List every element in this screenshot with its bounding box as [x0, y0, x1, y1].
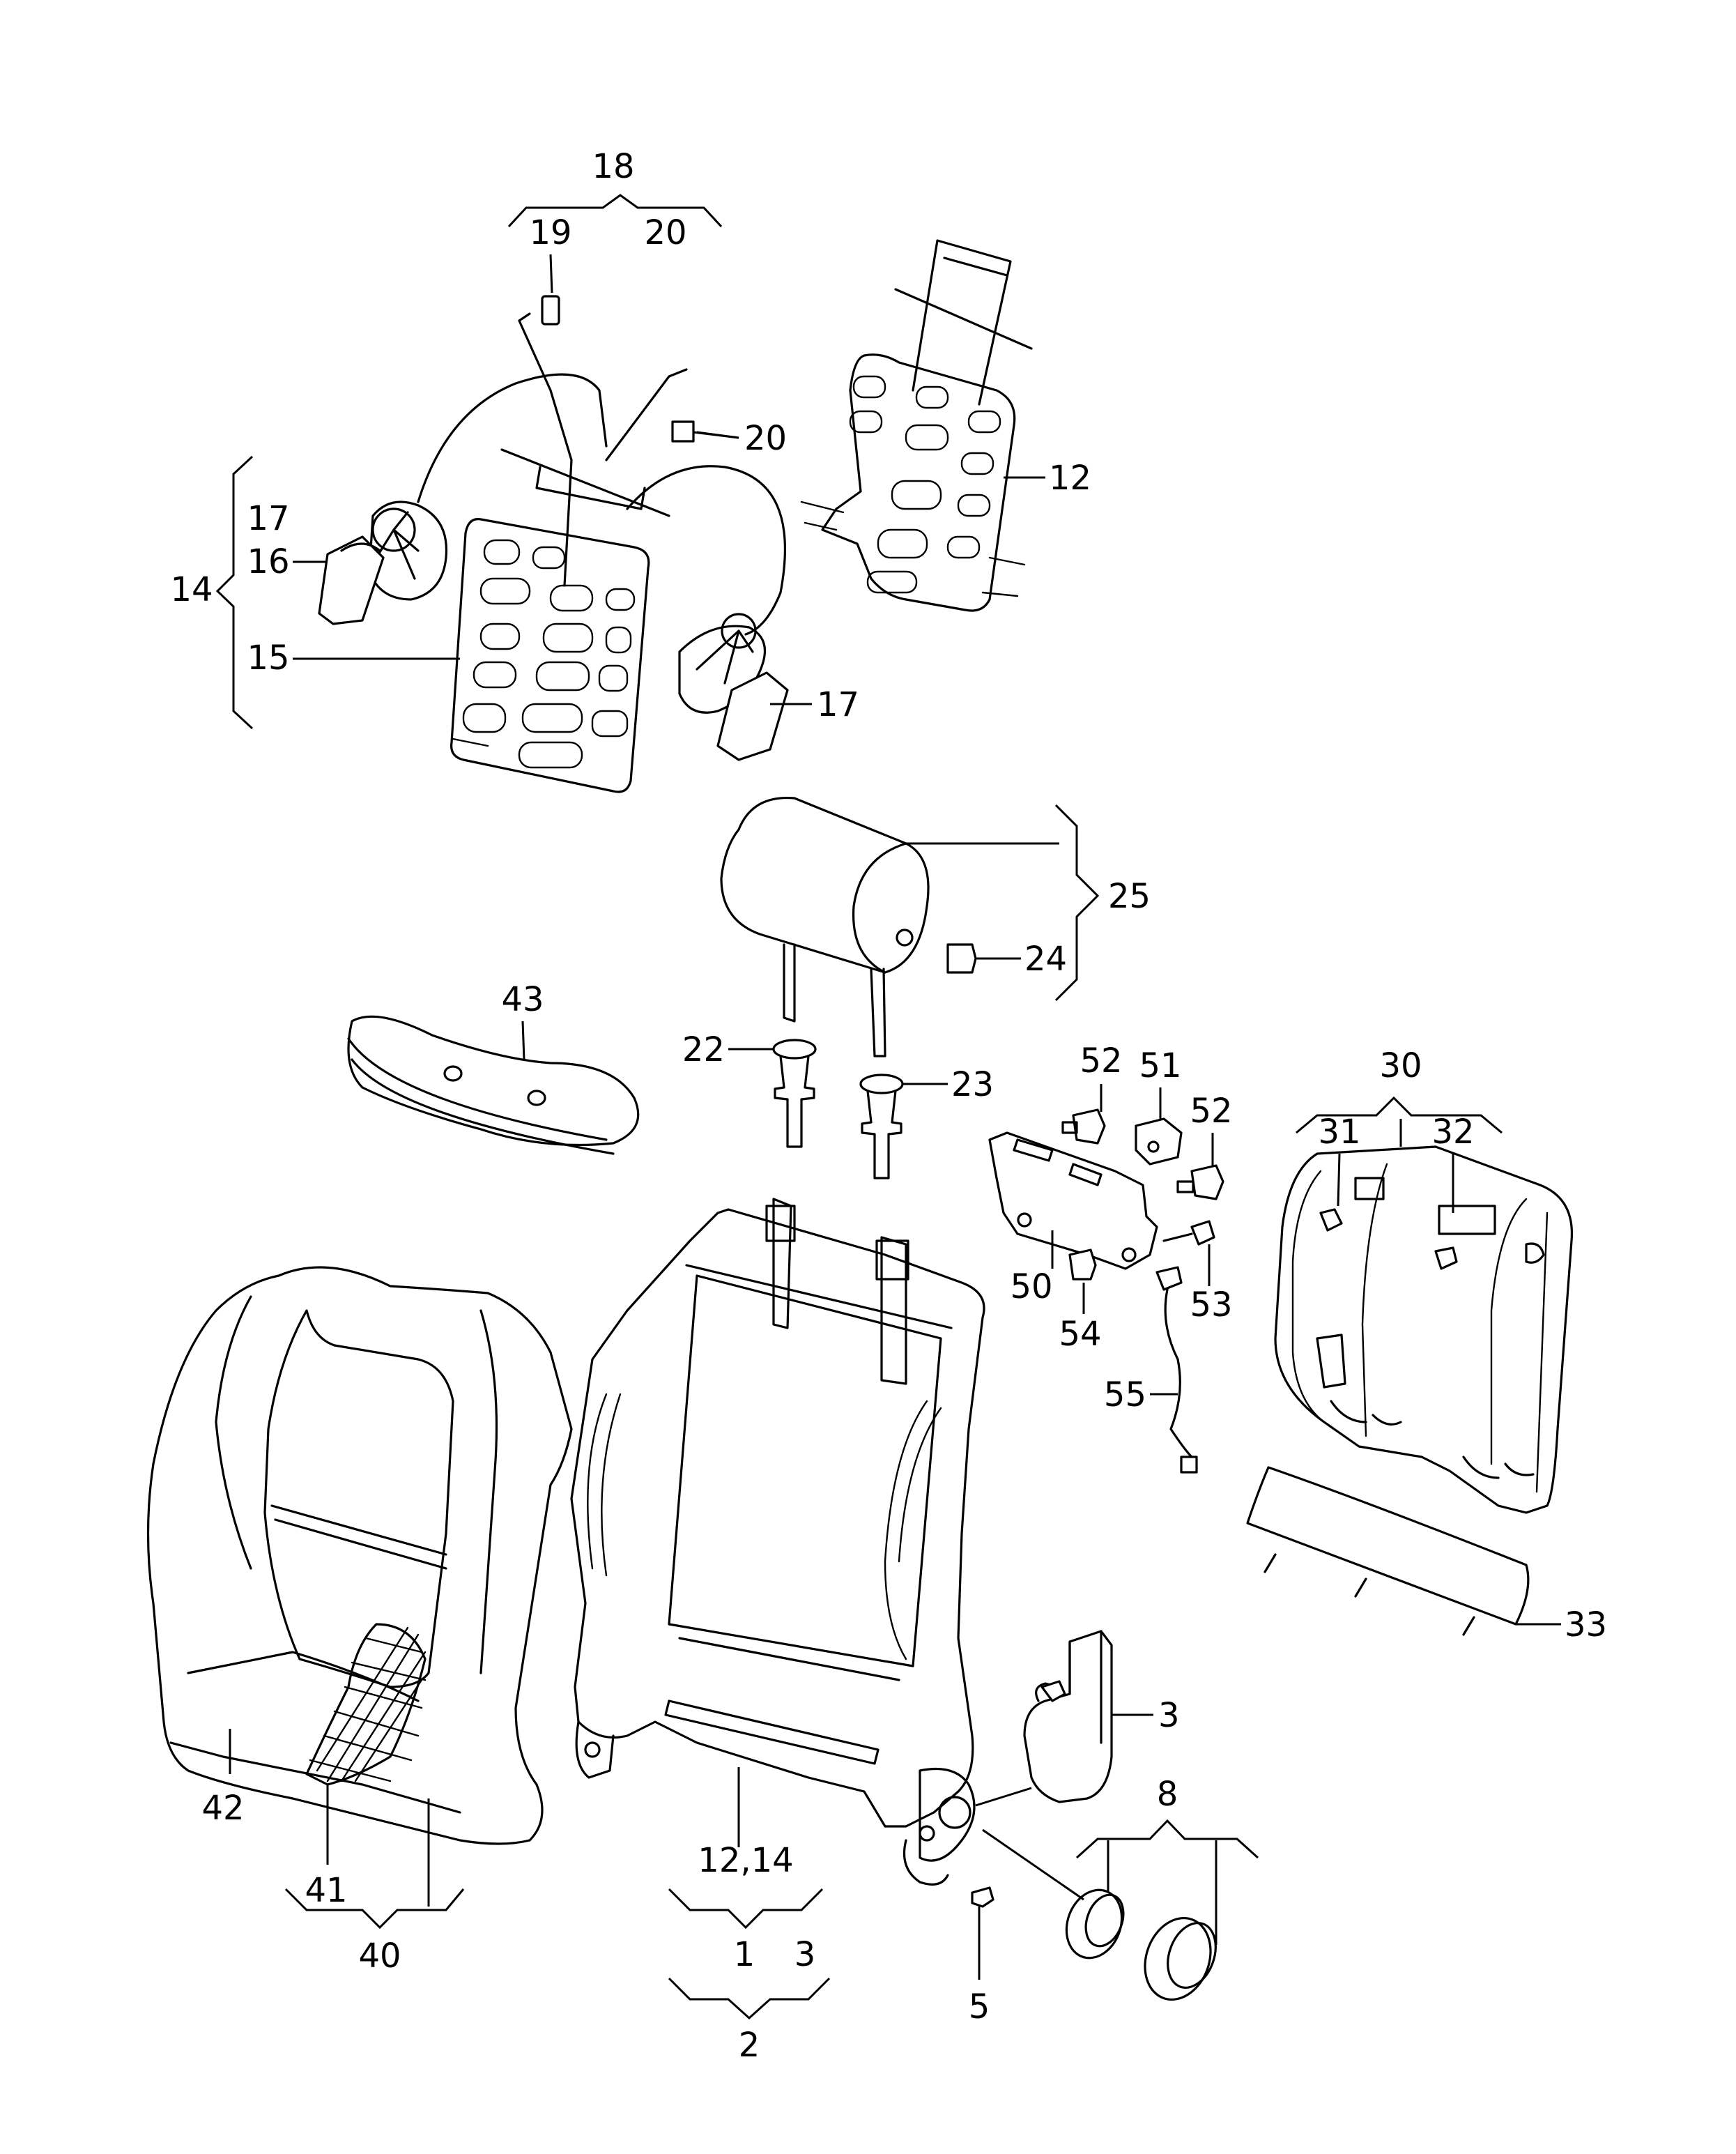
callout-55[interactable]: 55 [1104, 1375, 1146, 1414]
callout-53[interactable]: 53 [1190, 1285, 1232, 1324]
callout-17-right[interactable]: 17 [817, 685, 859, 724]
callout-3-bottom[interactable]: 3 [794, 1935, 816, 1974]
callout-18[interactable]: 18 [592, 147, 634, 186]
trim-strip-33 [1246, 1466, 1530, 1636]
callout-31[interactable]: 31 [1318, 1113, 1360, 1152]
callout-2[interactable]: 2 [739, 2026, 760, 2065]
head-restraint-guide-22 [772, 1039, 817, 1148]
callout-50[interactable]: 50 [1010, 1267, 1052, 1306]
seat-back-cover [146, 1266, 573, 1845]
callout-3[interactable]: 3 [1158, 1696, 1180, 1735]
callout-19[interactable]: 19 [529, 213, 571, 252]
callout-12[interactable]: 12 [1049, 459, 1091, 498]
callout-17-left[interactable]: 17 [247, 499, 289, 538]
handwheel-large [1144, 1916, 1217, 2001]
callout-14[interactable]: 14 [170, 570, 213, 609]
callout-33[interactable]: 33 [1565, 1605, 1607, 1644]
screw-5 [971, 1886, 994, 1908]
handwheel-small [1065, 1888, 1125, 1960]
callout-23[interactable]: 23 [951, 1065, 994, 1104]
callout-24[interactable]: 24 [1024, 940, 1067, 979]
bracket-18 [507, 194, 723, 228]
callout-32[interactable]: 32 [1431, 1113, 1474, 1152]
fitting-52-a [1061, 1108, 1106, 1145]
callout-52-left[interactable]: 52 [1080, 1041, 1122, 1080]
callout-51[interactable]: 51 [1139, 1046, 1181, 1085]
callout-16[interactable]: 16 [247, 542, 289, 581]
callout-43[interactable]: 43 [501, 980, 544, 1019]
motor-3 [1023, 1630, 1113, 1803]
fitting-54 [1068, 1248, 1097, 1281]
lumbar-support-assembly [318, 295, 789, 793]
callout-30[interactable]: 30 [1379, 1046, 1422, 1085]
fitting-51 [1135, 1117, 1183, 1166]
callout-1[interactable]: 1 [734, 1935, 755, 1974]
head-restraint-guide-23 [859, 1074, 904, 1179]
sensor-55 [1155, 1266, 1198, 1474]
seat-back-frame [570, 1198, 985, 1886]
callout-15[interactable]: 15 [247, 639, 289, 678]
fitting-52-b [1176, 1164, 1224, 1200]
callout-54[interactable]: 54 [1059, 1315, 1101, 1354]
backrest-cushion-43 [347, 1015, 640, 1155]
callout-12-14[interactable]: 12,14 [698, 1841, 793, 1880]
screw-53 [1162, 1220, 1215, 1246]
callout-8[interactable]: 8 [1157, 1775, 1178, 1814]
lumbar-assembly-12 [800, 239, 1033, 612]
head-restraint [720, 796, 930, 1057]
callout-5[interactable]: 5 [969, 1987, 990, 2026]
callout-42[interactable]: 42 [201, 1789, 244, 1828]
callout-20-top[interactable]: 20 [644, 213, 686, 252]
callout-40[interactable]: 40 [358, 1937, 401, 1976]
callout-41[interactable]: 41 [305, 1871, 347, 1910]
screw-24 [946, 943, 977, 974]
callout-20[interactable]: 20 [744, 419, 787, 458]
backrest-panel-30 [1274, 1145, 1574, 1514]
callout-25[interactable]: 25 [1108, 877, 1151, 916]
callout-52-right[interactable]: 52 [1190, 1092, 1232, 1131]
bracket-50 [988, 1131, 1158, 1270]
callout-22[interactable]: 22 [682, 1030, 725, 1069]
